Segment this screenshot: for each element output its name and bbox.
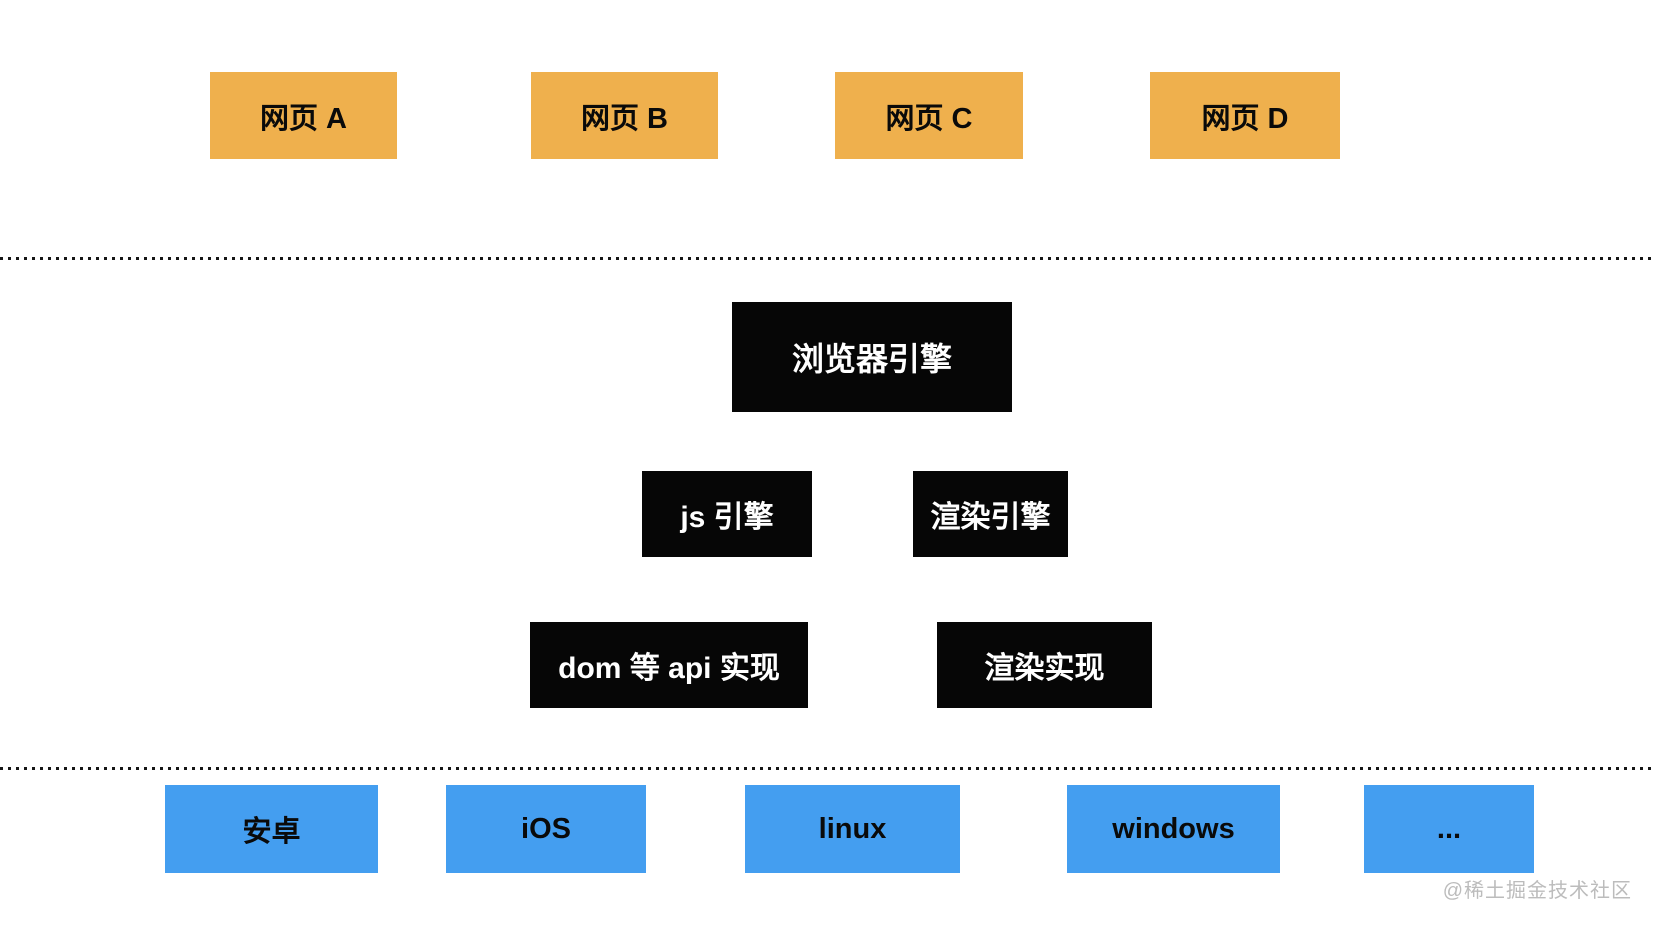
- platform-box-android: 安卓: [165, 785, 378, 873]
- separator-line-top: [0, 257, 1656, 260]
- browser-engine-box: 浏览器引擎: [732, 302, 1012, 412]
- platform-box-more: ...: [1364, 785, 1534, 873]
- platform-box-windows: windows: [1067, 785, 1280, 873]
- page-box-b: 网页 B: [531, 72, 718, 159]
- js-engine-box: js 引擎: [642, 471, 812, 557]
- page-box-a: 网页 A: [210, 72, 397, 159]
- separator-line-bottom: [0, 767, 1656, 770]
- page-box-d: 网页 D: [1150, 72, 1340, 159]
- dom-api-impl-box: dom 等 api 实现: [530, 622, 808, 708]
- watermark: @稀土掘金技术社区: [1442, 880, 1632, 902]
- page-box-c: 网页 C: [835, 72, 1023, 159]
- render-impl-box: 渲染实现: [937, 622, 1152, 708]
- platform-box-ios: iOS: [446, 785, 646, 873]
- render-engine-box: 渲染引擎: [913, 471, 1068, 557]
- platform-box-linux: linux: [745, 785, 960, 873]
